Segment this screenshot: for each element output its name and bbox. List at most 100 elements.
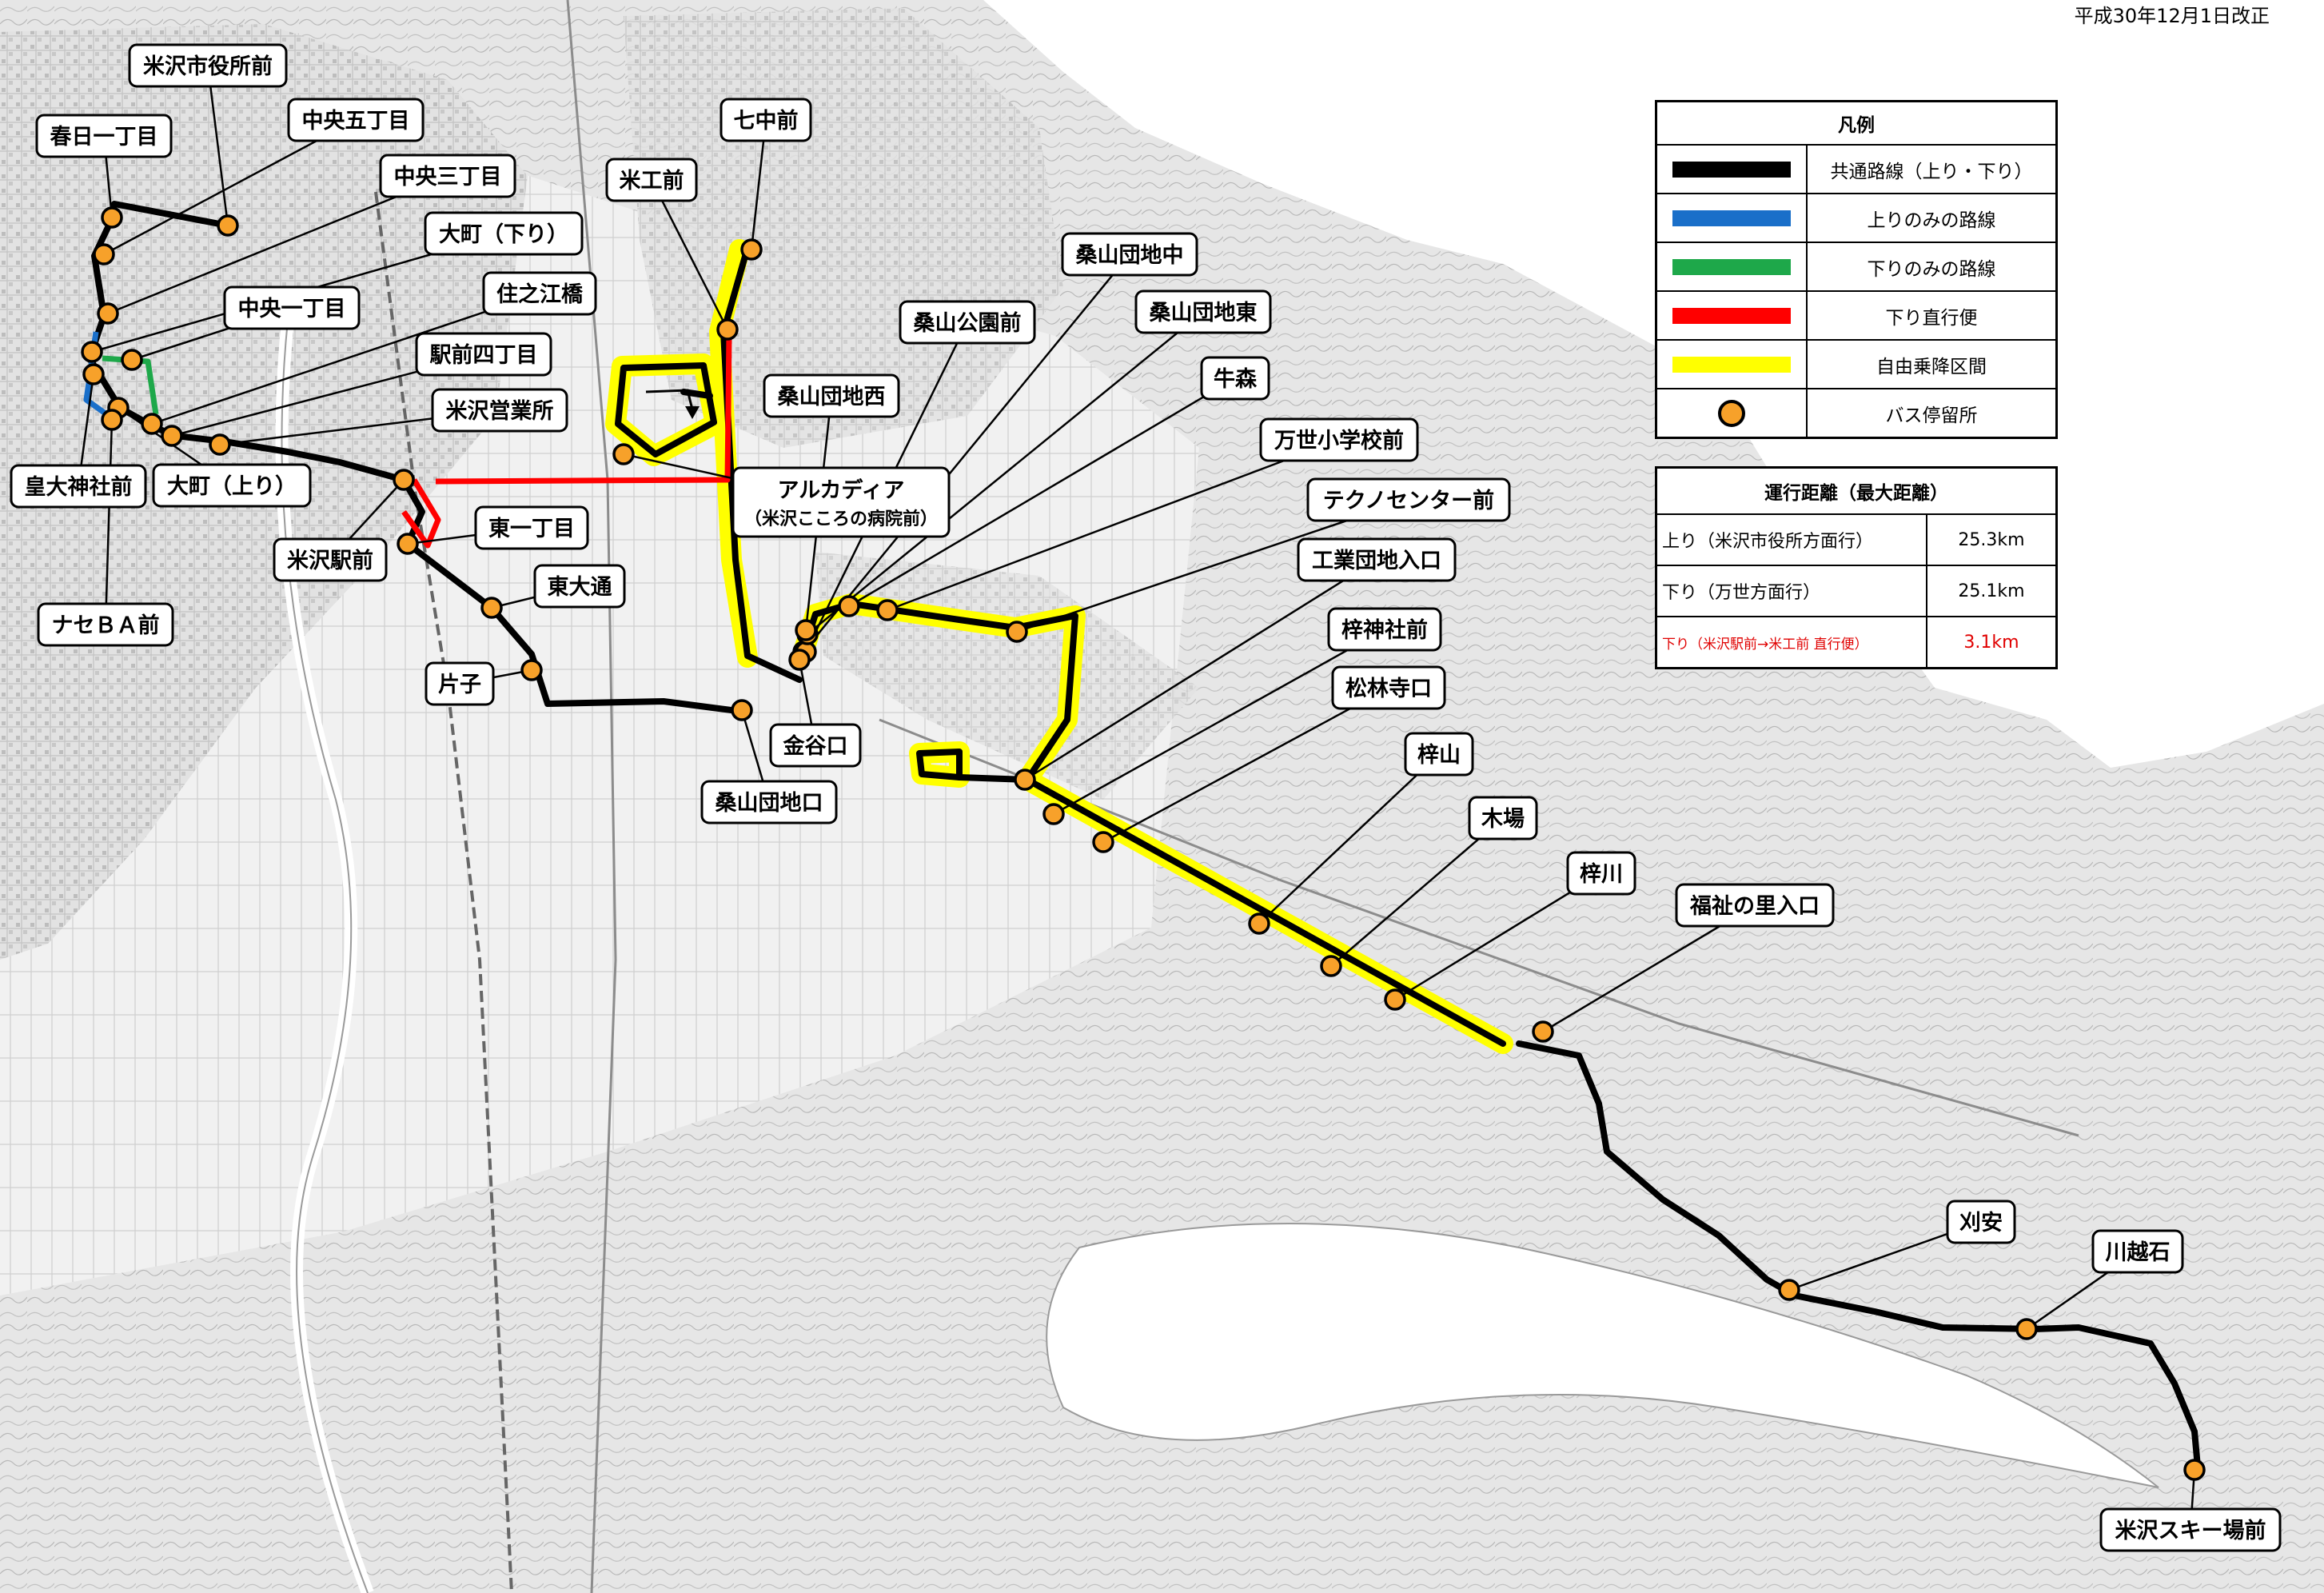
- bus-stop-marker[interactable]: [2015, 1318, 2038, 1340]
- stop-label[interactable]: 中央五丁目: [287, 98, 425, 142]
- bus-stop-marker[interactable]: [795, 619, 817, 641]
- bus-stop-marker[interactable]: [1042, 803, 1065, 825]
- stop-label[interactable]: 工業団地入口: [1297, 537, 1457, 582]
- bus-stop-marker[interactable]: [520, 659, 543, 681]
- bus-stop-marker[interactable]: [612, 443, 635, 465]
- bus-stop-marker[interactable]: [788, 649, 811, 671]
- leader-line: [1053, 628, 1385, 816]
- stop-label-box: [533, 564, 626, 609]
- stop-label[interactable]: 川越石: [2091, 1229, 2184, 1274]
- stop-label[interactable]: 刈安: [1946, 1200, 2016, 1244]
- down-only-route: [102, 355, 159, 415]
- stop-label-box: [1061, 232, 1198, 277]
- distance-title: 運行距離（最大距離）: [1655, 466, 2058, 515]
- stop-label[interactable]: ナセＢＡ前: [37, 602, 174, 647]
- bus-stop-marker[interactable]: [1320, 955, 1342, 977]
- bus-stop-marker[interactable]: [217, 214, 239, 237]
- bus-stop-marker[interactable]: [1006, 621, 1028, 643]
- stop-label[interactable]: 七中前: [720, 98, 812, 142]
- bus-stop-marker[interactable]: [393, 469, 415, 491]
- bus-stop-marker[interactable]: [1248, 912, 1270, 935]
- bus-stop-marker[interactable]: [716, 318, 739, 341]
- stop-label[interactable]: 桑山団地西: [763, 373, 900, 418]
- stop-name: 大町（上り）: [167, 474, 297, 499]
- bus-stop-marker[interactable]: [1384, 988, 1406, 1011]
- stop-label[interactable]: 東大通: [533, 564, 626, 609]
- stop-name: 牛森: [1214, 367, 1258, 392]
- stop-label-box: [700, 780, 838, 824]
- stop-label[interactable]: 米沢スキー場前: [2099, 1507, 2282, 1552]
- bus-stop-marker[interactable]: [209, 433, 231, 456]
- stop-label[interactable]: 桑山団地中: [1061, 232, 1198, 277]
- bus-stop-marker[interactable]: [838, 595, 860, 617]
- stop-label[interactable]: 米工前: [605, 158, 698, 202]
- bus-stop-marker[interactable]: [121, 349, 143, 371]
- stop-label[interactable]: 大町（下り）: [424, 211, 584, 256]
- bus-stop-marker[interactable]: [1778, 1279, 1800, 1301]
- stop-label[interactable]: 東一丁目: [474, 505, 589, 550]
- stop-label[interactable]: 梓川: [1566, 851, 1636, 896]
- stop-name: 梓川: [1580, 861, 1623, 887]
- stop-label[interactable]: 福祉の里入口: [1675, 883, 1835, 928]
- stop-label[interactable]: 住之江橋: [482, 271, 597, 316]
- stop-label[interactable]: テクノセンター前: [1306, 477, 1511, 522]
- common-route-swatch: [1672, 162, 1791, 178]
- stop-label-box: [899, 300, 1036, 345]
- stop-label[interactable]: 金谷口: [769, 723, 862, 768]
- bus-stop-marker[interactable]: [82, 363, 105, 385]
- bus-stop-marker[interactable]: [93, 243, 115, 266]
- bus-stop-marker[interactable]: [97, 302, 119, 325]
- stop-label[interactable]: 梓神社前: [1327, 607, 1442, 652]
- bus-stop-marker[interactable]: [2183, 1459, 2206, 1481]
- revision-date: 平成30年12月1日改正: [2074, 5, 2270, 27]
- stop-label[interactable]: 桑山団地東: [1134, 289, 1272, 334]
- stop-label[interactable]: 松林寺口: [1331, 665, 1446, 710]
- bus-stop-marker[interactable]: [81, 341, 103, 363]
- bus-stop-marker[interactable]: [101, 206, 123, 229]
- stop-label[interactable]: 木場: [1468, 796, 1538, 840]
- stop-name: 桑山団地西: [778, 385, 886, 409]
- bus-stop-marker[interactable]: [101, 409, 123, 431]
- stop-label-box: [482, 271, 597, 316]
- stop-label[interactable]: 梓山: [1404, 732, 1474, 777]
- legend-row-common: 共通路線（上り・下り）: [1655, 144, 2058, 194]
- leader-line: [1102, 686, 1389, 844]
- bus-stop-marker[interactable]: [876, 599, 899, 621]
- leader-line: [1394, 872, 1602, 1001]
- stop-label[interactable]: 桑山公園前: [899, 300, 1036, 345]
- stop-label[interactable]: 大町（上り）: [152, 463, 312, 508]
- bus-stop-marker[interactable]: [397, 533, 419, 555]
- stop-label-box: [1675, 883, 1835, 928]
- stop-label-box: [1566, 851, 1636, 896]
- stop-label[interactable]: 桑山団地口: [700, 780, 838, 824]
- stop-label-box: [379, 154, 516, 198]
- bus-stop-marker[interactable]: [1014, 769, 1036, 791]
- bus-stop-marker[interactable]: [1092, 831, 1114, 853]
- stop-label[interactable]: 米沢営業所: [431, 388, 568, 433]
- stop-label[interactable]: 片子: [425, 661, 495, 706]
- stop-label[interactable]: 牛森: [1200, 356, 1270, 401]
- stop-label[interactable]: 駅前四丁目: [415, 332, 552, 377]
- bus-stop-marker[interactable]: [480, 597, 503, 619]
- stop-name: 梓神社前: [1341, 617, 1428, 643]
- distance-value: 25.1km: [1926, 565, 2058, 617]
- stop-label[interactable]: 春日一丁目: [35, 114, 173, 158]
- bus-stop-marker[interactable]: [1532, 1020, 1554, 1043]
- bus-stop-marker[interactable]: [141, 413, 163, 435]
- stop-label[interactable]: アルカディア（米沢こころの病院前）: [731, 466, 951, 538]
- bus-stop-marker[interactable]: [740, 238, 763, 261]
- bus-stop-marker[interactable]: [731, 699, 753, 721]
- stop-label[interactable]: 中央三丁目: [379, 154, 516, 198]
- stop-label[interactable]: 米沢駅前: [273, 537, 388, 582]
- leader-line: [107, 174, 448, 315]
- stop-label[interactable]: 中央一丁目: [223, 285, 361, 330]
- bus-stop-marker[interactable]: [161, 425, 183, 447]
- stop-label-box: [273, 537, 388, 582]
- leader-line: [807, 311, 1204, 635]
- express-swatch: [1672, 308, 1791, 324]
- stop-label[interactable]: 米沢市役所前: [128, 43, 288, 88]
- stop-label-box: [474, 505, 589, 550]
- stop-label[interactable]: 万世小学校前: [1259, 417, 1419, 462]
- stop-label[interactable]: 皇大神社前: [10, 464, 147, 509]
